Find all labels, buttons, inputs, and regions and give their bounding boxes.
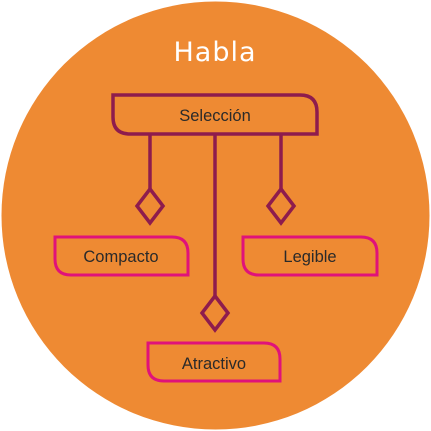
- root-node-box: [111, 93, 319, 136]
- diamonds: [134, 186, 297, 333]
- connectors: [148, 134, 283, 296]
- child-node-label-atractivo: Atractivo: [182, 355, 246, 373]
- child-node-compacto: Compacto: [53, 235, 190, 277]
- child-node-box-compacto: [53, 235, 190, 277]
- diamond-compacto: [134, 186, 166, 226]
- child-node-box-legible: [241, 235, 379, 277]
- child-node-legible: Legible: [241, 235, 379, 277]
- root-node: Selección: [111, 93, 319, 136]
- diamond-atractivo: [199, 293, 231, 333]
- child-node-atractivo: Atractivo: [146, 341, 282, 383]
- diamond-legible: [265, 186, 297, 226]
- diagram-title: Habla: [173, 37, 256, 68]
- child-node-label-compacto: Compacto: [83, 248, 158, 266]
- child-node-label-legible: Legible: [283, 248, 336, 266]
- root-node-label: Selección: [179, 107, 251, 125]
- child-node-box-atractivo: [146, 341, 282, 383]
